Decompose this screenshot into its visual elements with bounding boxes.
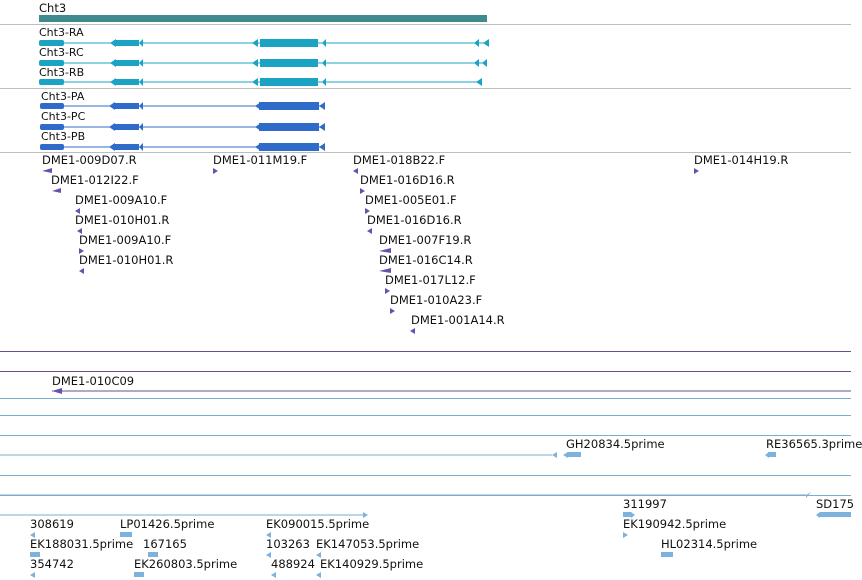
track-divider <box>0 371 851 372</box>
est-label[interactable]: DME1-010A23.F <box>390 293 483 307</box>
cdna-label[interactable]: 167165 <box>143 537 187 551</box>
protein-label-pa[interactable]: Cht3-PA <box>41 90 85 103</box>
transcript-label-rc[interactable]: Cht3-RC <box>39 46 84 59</box>
cdna-label[interactable]: GH20834.5prime <box>566 437 665 451</box>
cdna-label[interactable]: EK090015.5prime <box>266 517 370 531</box>
est-label[interactable]: DME1-012I22.F <box>51 173 139 187</box>
track-divider <box>0 152 851 153</box>
protein-label-pb[interactable]: Cht3-PB <box>41 130 86 143</box>
cdna-label[interactable]: LP01426.5prime <box>120 517 215 531</box>
track-divider <box>0 24 851 25</box>
est-label[interactable]: DME1-016D16.R <box>367 213 462 227</box>
est-label[interactable]: DME1-017L12.F <box>385 273 476 287</box>
est-label[interactable]: DME1-009A10.F <box>75 193 168 207</box>
bac-glyph[interactable] <box>52 388 851 394</box>
protein-label-pc[interactable]: Cht3-PC <box>41 110 86 123</box>
est-label[interactable]: DME1-018B22.F <box>353 153 446 167</box>
protein-glyph-pc[interactable] <box>40 123 325 131</box>
gene-bar[interactable] <box>39 15 487 22</box>
track-divider <box>0 398 851 399</box>
cdna-label[interactable]: EK190942.5prime <box>623 517 727 531</box>
cdna-label[interactable]: EK140929.5prime <box>320 557 424 571</box>
track-divider <box>0 435 851 436</box>
protein-glyph-pa[interactable] <box>40 102 325 110</box>
cdna-label[interactable]: EK188031.5prime <box>30 537 134 551</box>
cdna-label[interactable]: HL02314.5prime <box>661 537 758 551</box>
cdna-label[interactable]: 354742 <box>30 557 74 571</box>
est-label[interactable]: DME1-001A14.R <box>411 313 505 327</box>
cdna-glyphs[interactable] <box>0 452 851 578</box>
cdna-label[interactable]: EK260803.5prime <box>134 557 238 571</box>
cdna-label[interactable]: 311997 <box>623 497 667 511</box>
track-divider <box>0 351 851 352</box>
est-label[interactable]: DME1-005E01.F <box>365 193 457 207</box>
transcript-glyph-rc[interactable] <box>39 59 487 67</box>
cdna-label[interactable]: 103263 <box>266 537 310 551</box>
est-label[interactable]: DME1-011M19.F <box>213 153 308 167</box>
cdna-label[interactable]: SD175 <box>816 497 855 511</box>
est-label[interactable]: DME1-009D07.R <box>42 153 137 167</box>
track-divider <box>0 415 851 416</box>
est-label[interactable]: DME1-009A10.F <box>79 233 172 247</box>
transcript-glyph-ra[interactable] <box>39 39 489 47</box>
est-label[interactable]: DME1-016D16.R <box>360 173 455 187</box>
est-label[interactable]: DME1-010H01.R <box>75 213 170 227</box>
est-label[interactable]: DME1-016C14.R <box>379 253 473 267</box>
cdna-label[interactable]: RE36565.3prime <box>766 437 862 451</box>
est-glyphs[interactable] <box>42 168 699 334</box>
est-label[interactable]: DME1-014H19.R <box>694 153 789 167</box>
est-label[interactable]: DME1-007F19.R <box>379 233 472 247</box>
track-divider <box>0 88 851 89</box>
transcript-label-rb[interactable]: Cht3-RB <box>39 66 85 79</box>
transcript-glyph-rb[interactable] <box>39 78 482 86</box>
cdna-label[interactable]: EK147053.5prime <box>316 537 420 551</box>
transcript-label-ra[interactable]: Cht3-RA <box>39 26 84 39</box>
bac-label[interactable]: DME1-010C09 <box>52 374 135 388</box>
protein-glyph-pb[interactable] <box>40 143 325 151</box>
cdna-label[interactable]: 308619 <box>30 517 74 531</box>
gene-label[interactable]: Cht3 <box>39 1 67 15</box>
cdna-label[interactable]: 488924 <box>271 557 315 571</box>
track-divider <box>0 475 851 476</box>
est-label[interactable]: DME1-010H01.R <box>79 253 174 267</box>
